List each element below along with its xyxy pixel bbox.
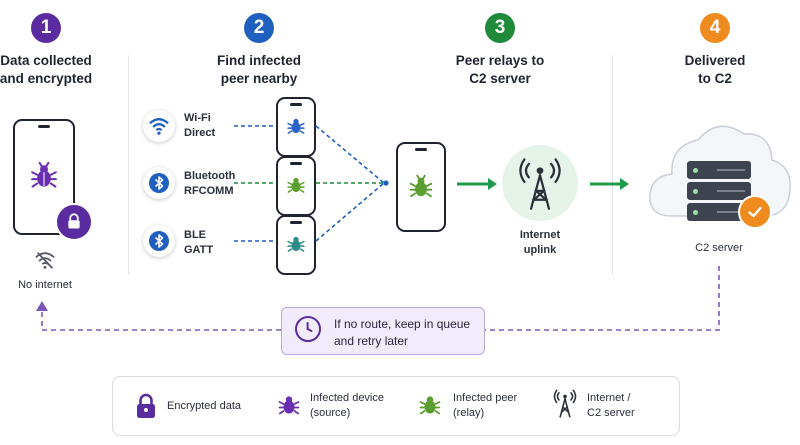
peer-phone-bluetooth: [276, 156, 316, 216]
legend: Encrypted data Infected device (source) …: [112, 376, 680, 436]
server-unit-2: [687, 182, 751, 200]
step-1-title: Data collected and encrypted: [0, 52, 136, 88]
step-2-badge: 2: [244, 13, 274, 43]
peer-phone-wifi: [276, 97, 316, 157]
lock-icon: [137, 393, 155, 418]
retry-loop-line: [41, 266, 720, 331]
legend-c2-line2: C2 server: [587, 407, 635, 419]
antenna-icon: [553, 389, 577, 418]
internet-uplink-label: Internet uplink: [495, 228, 585, 258]
step-1-badge: 1: [31, 13, 61, 43]
bluetooth-rfcomm-label: Bluetooth RFCOMM: [184, 169, 235, 199]
legend-source-line1: Infected device: [310, 392, 384, 404]
wifi-direct-label: Wi-Fi Direct: [184, 111, 215, 141]
retry-line1: If no route, keep in queue: [334, 317, 471, 331]
ble-gatt-line1: BLE: [184, 229, 206, 241]
retry-loop-arrowhead: [36, 301, 48, 311]
step-4-title: Delivered to C2: [625, 52, 800, 88]
legend-relay-line2: (relay): [453, 407, 485, 419]
retry-callout: If no route, keep in queue and retry lat…: [281, 307, 485, 355]
c2-server-label: C2 server: [695, 242, 743, 254]
lock-badge: [55, 203, 93, 241]
step-4-badge: 4: [700, 13, 730, 43]
internet-uplink-circle: [502, 145, 578, 221]
bug-icon: [278, 396, 300, 415]
uplink-to-c2-arrowhead: [620, 178, 629, 190]
step-2-title: Find infected peer nearby: [169, 52, 349, 88]
step-4-title-line1: Delivered: [684, 53, 746, 68]
wifi-peer-link: [315, 125, 385, 184]
legend-c2-line1: Internet /: [587, 392, 631, 404]
legend-c2-label: Internet / C2 server: [587, 391, 677, 421]
legend-encrypted-label: Encrypted data: [167, 400, 241, 412]
step-3-badge: 3: [485, 13, 515, 43]
ble-gatt-badge: [143, 225, 175, 257]
ble-gatt-label: BLE GATT: [184, 228, 213, 258]
ble-gatt-line2: GATT: [184, 244, 214, 256]
bug-icon: [287, 118, 305, 134]
wifi-direct-badge: [143, 110, 175, 142]
server-stack: [687, 161, 751, 223]
lock-icon: [68, 213, 80, 229]
bug-icon: [419, 396, 441, 415]
uplink-line1: Internet: [519, 229, 561, 241]
legend-source-label: Infected device (source): [310, 391, 410, 421]
bug-icon: [287, 236, 305, 252]
step-1-title-line2: and encrypted: [0, 71, 93, 86]
legend-relay-label: Infected peer (relay): [453, 391, 553, 421]
bluetooth-icon: [149, 173, 169, 193]
legend-source-line2: (source): [310, 407, 351, 419]
section-divider-2: [612, 55, 613, 275]
bug-icon: [287, 177, 305, 193]
bluetooth-icon: [149, 231, 169, 251]
legend-relay-line1: Infected peer: [453, 392, 518, 404]
step-3-title: Peer relays to C2 server: [410, 52, 590, 88]
section-divider-1: [128, 55, 129, 275]
server-unit-1: [687, 161, 751, 179]
uplink-line2: uplink: [523, 244, 557, 256]
clock-icon: [295, 316, 321, 342]
step-2-title-line2: peer nearby: [220, 71, 298, 86]
wifi-icon: [149, 118, 169, 135]
relay-phone: [396, 142, 446, 232]
bug-icon: [31, 161, 57, 188]
no-wifi-icon: [35, 252, 55, 269]
relay-to-uplink-arrowhead: [488, 178, 497, 190]
step-3-title-line1: Peer relays to: [455, 53, 545, 68]
retry-text: If no route, keep in queue and retry lat…: [334, 316, 470, 350]
checkmark-icon: [748, 206, 762, 218]
antenna-icon: [519, 158, 561, 210]
step-2-title-line1: Find infected: [217, 53, 301, 68]
retry-line2: and retry later: [334, 334, 409, 348]
convergence-dot: [383, 180, 389, 186]
delivered-check-badge: [738, 195, 772, 229]
source-phone-notch: [38, 125, 50, 128]
bluetooth-rfcomm-line1: Bluetooth: [184, 170, 236, 182]
peer-phone-ble: [276, 215, 316, 275]
server-unit-3: [687, 203, 751, 221]
no-internet-label: No internet: [18, 279, 72, 291]
step-4-title-line2: to C2: [698, 71, 732, 86]
bluetooth-rfcomm-badge: [143, 167, 175, 199]
wifi-direct-line2: Direct: [184, 127, 216, 139]
step-1-title-line1: Data collected: [0, 53, 92, 68]
bug-icon: [409, 174, 433, 198]
bluetooth-rfcomm-line2: RFCOMM: [184, 185, 234, 197]
ble-peer-link: [315, 182, 385, 242]
step-3-title-line2: C2 server: [469, 71, 531, 86]
wifi-direct-line1: Wi-Fi: [184, 112, 211, 124]
